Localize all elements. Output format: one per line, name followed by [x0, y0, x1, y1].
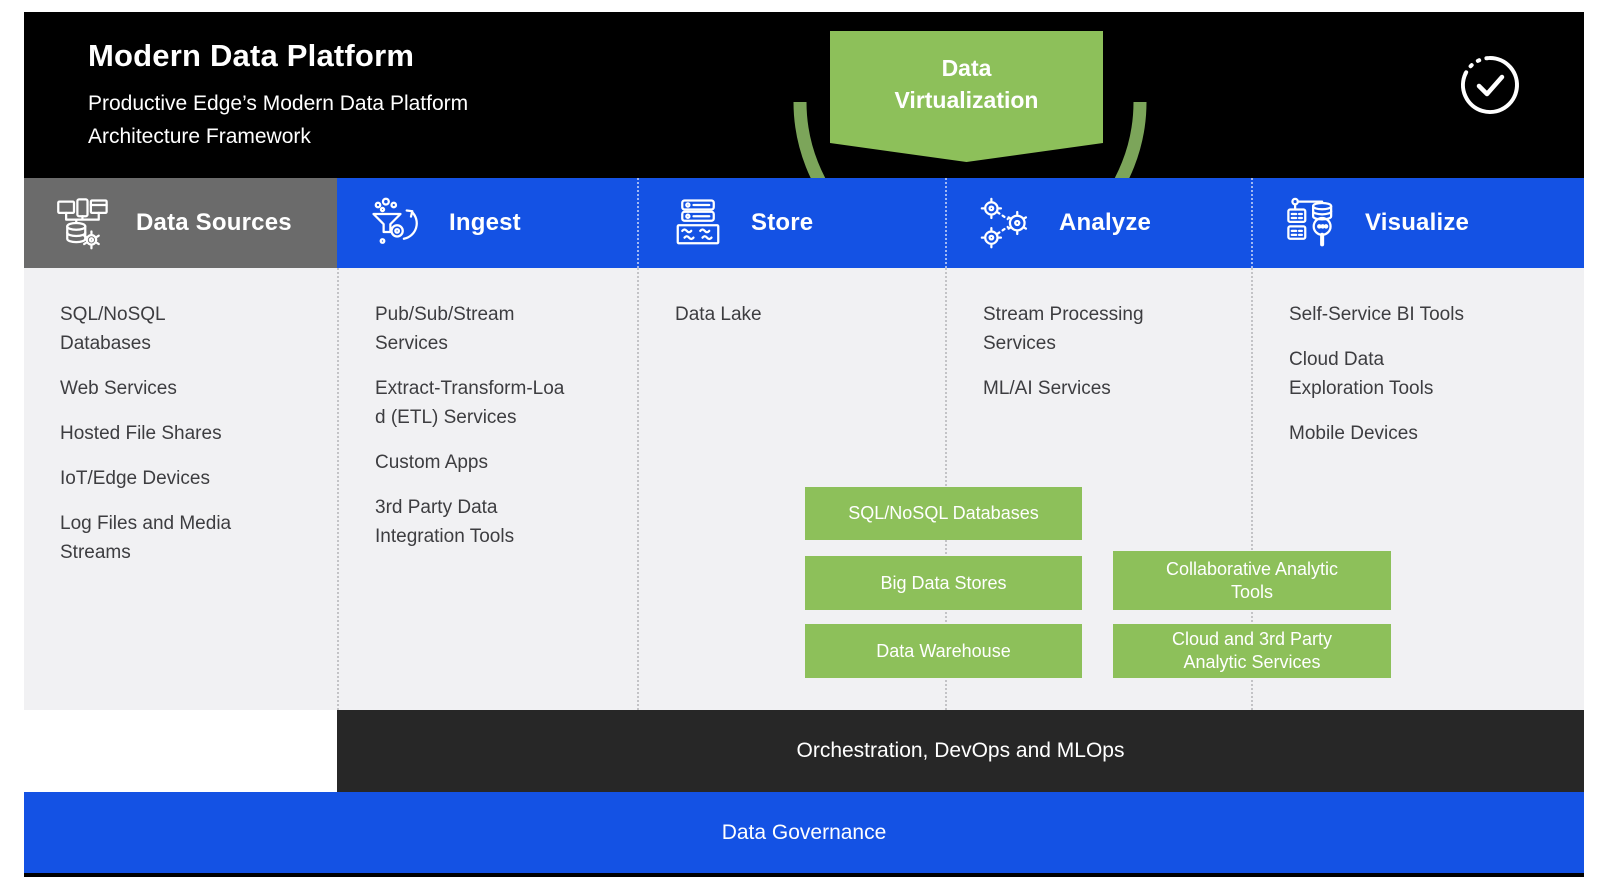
column-header-label: Store [751, 209, 814, 236]
column-header-visualize: Visualize [1251, 178, 1584, 268]
page-subtitle: Productive Edge’s Modern Data Platform A… [88, 92, 469, 148]
list-item: 3rd Party Data Integration Tools [375, 497, 515, 547]
column-header-label: Analyze [1059, 209, 1152, 236]
orchestration-row: Orchestration, DevOps and MLOps [24, 710, 1584, 792]
frame-bottom-border [24, 873, 1584, 877]
green-box-big-data-stores: Big Data Stores [805, 556, 1082, 610]
governance-bar: Data Governance [24, 792, 1584, 873]
devices-database-icon [57, 198, 108, 250]
list-item: IoT/Edge Devices [60, 468, 210, 489]
banner-label: Data Virtualization [894, 55, 1039, 113]
list-item: Data Lake [675, 304, 762, 325]
column-header-label: Data Sources [136, 209, 292, 236]
list-item: Web Services [60, 378, 177, 399]
list-item: Custom Apps [375, 452, 488, 473]
column-header-ingest: Ingest [337, 178, 637, 268]
list-item: Self-Service BI Tools [1289, 304, 1464, 325]
list-item: Extract-Transform-Loa d (ETL) Services [375, 378, 565, 428]
list-item: Cloud Data Exploration Tools [1289, 349, 1434, 399]
column-header-band: Data Sources Ingest Store [24, 178, 1584, 268]
list-item: SQL/NoSQL Databases [60, 304, 166, 354]
content-area: SQL/NoSQL Databases Web Services Hosted … [24, 268, 1584, 710]
column-header-label: Visualize [1365, 209, 1470, 236]
column-data-sources: SQL/NoSQL Databases Web Services Hosted … [24, 268, 337, 710]
gears-branch-icon [980, 197, 1028, 249]
title-block: Modern Data Platform Productive Edge’s M… [88, 38, 468, 153]
server-magnifier-icon [1287, 197, 1333, 247]
list-item: ML/AI Services [983, 378, 1111, 399]
list-item: Hosted File Shares [60, 423, 222, 444]
check-circle-icon [1460, 55, 1519, 114]
governance-label: Data Governance [721, 820, 887, 844]
funnel-gear-icon [372, 197, 418, 244]
page-title: Modern Data Platform [88, 38, 415, 73]
data-virtualization-banner: Data Virtualization [830, 31, 1103, 162]
green-box-collaborative-analytic-tools: Collaborative Analytic Tools [1113, 551, 1391, 610]
column-store: Data Lake [637, 268, 945, 710]
list-item: Mobile Devices [1289, 423, 1418, 444]
column-visualize: Self-Service BI Tools Cloud Data Explora… [1251, 268, 1584, 710]
list-item: Pub/Sub/Stream Services [375, 304, 515, 354]
column-header-analyze: Analyze [945, 178, 1251, 268]
green-box-sql-nosql-databases: SQL/NoSQL Databases [805, 487, 1082, 540]
green-box-cloud-3rd-party-analytic-services: Cloud and 3rd Party Analytic Services [1113, 624, 1391, 678]
server-lake-icon [676, 199, 720, 245]
orchestration-label: Orchestration, DevOps and MLOps [796, 739, 1125, 762]
list-item: Stream Processing Services [983, 304, 1144, 354]
column-header-data-sources: Data Sources [24, 178, 337, 268]
column-header-label: Ingest [449, 209, 521, 236]
modern-data-platform-diagram: Modern Data Platform Productive Edge’s M… [24, 12, 1584, 877]
orchestration-bar: Orchestration, DevOps and MLOps [337, 710, 1584, 792]
green-box-data-warehouse: Data Warehouse [805, 624, 1082, 678]
list-item: Log Files and Media Streams [60, 513, 232, 563]
column-header-store: Store [637, 178, 945, 268]
column-ingest: Pub/Sub/Stream Services Extract-Transfor… [337, 268, 637, 710]
